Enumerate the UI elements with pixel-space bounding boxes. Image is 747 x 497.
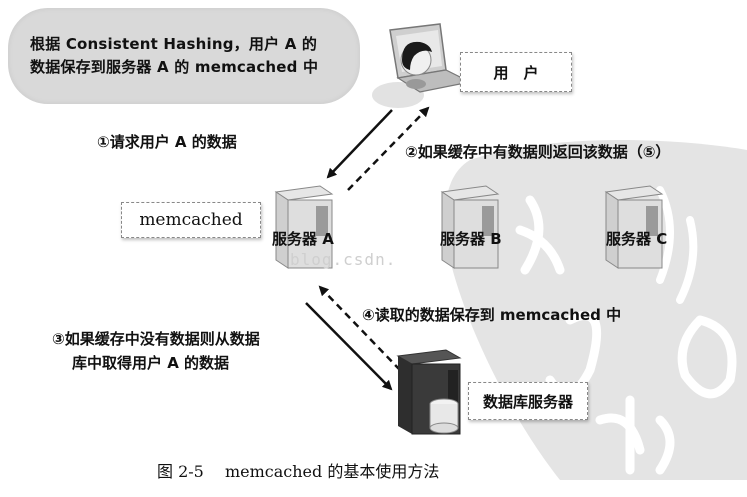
server-a-icon (274, 185, 334, 269)
note-bubble-text: 根据 Consistent Hashing，用户 A 的 数据保存到服务器 A … (30, 33, 318, 79)
server-c-icon (604, 185, 664, 269)
memcached-label: memcached (139, 210, 243, 230)
arrow-step1 (326, 109, 393, 179)
database-label-box: 数据库服务器 (468, 382, 588, 420)
database-label: 数据库服务器 (482, 392, 573, 411)
arrow-step4 (318, 285, 401, 371)
step4-label: ④读取的数据保存到 memcached 中 (362, 306, 622, 324)
user-label: 用 户 (493, 63, 539, 82)
step1-label: ①请求用户 A 的数据 (97, 133, 237, 151)
server-c-label: 服务器 C (606, 230, 668, 248)
note-bubble (8, 8, 360, 104)
step3-label-line1: ③如果缓存中没有数据则从数据 (52, 330, 260, 348)
memcached-box: memcached (121, 202, 261, 238)
server-a-label: 服务器 A (272, 230, 334, 248)
arrow-step3 (305, 302, 393, 391)
csdn-watermark: blog.csdn. (290, 250, 397, 269)
user-laptop-icon (372, 23, 472, 108)
server-b-label: 服务器 B (440, 230, 502, 248)
figure-caption: 图 2-5 memcached 的基本使用方法 (157, 462, 440, 481)
note-line-2: 数据保存到服务器 A 的 memcached 中 (30, 58, 319, 76)
step3-label-line2: 库中取得用户 A 的数据 (72, 354, 230, 372)
database-server-icon (396, 349, 462, 435)
user-label-box: 用 户 (460, 52, 572, 92)
server-b-icon (440, 185, 500, 269)
step2-label: ②如果缓存中有数据则返回该数据（⑤） (405, 143, 671, 161)
note-line-1: 根据 Consistent Hashing，用户 A 的 (30, 35, 318, 53)
